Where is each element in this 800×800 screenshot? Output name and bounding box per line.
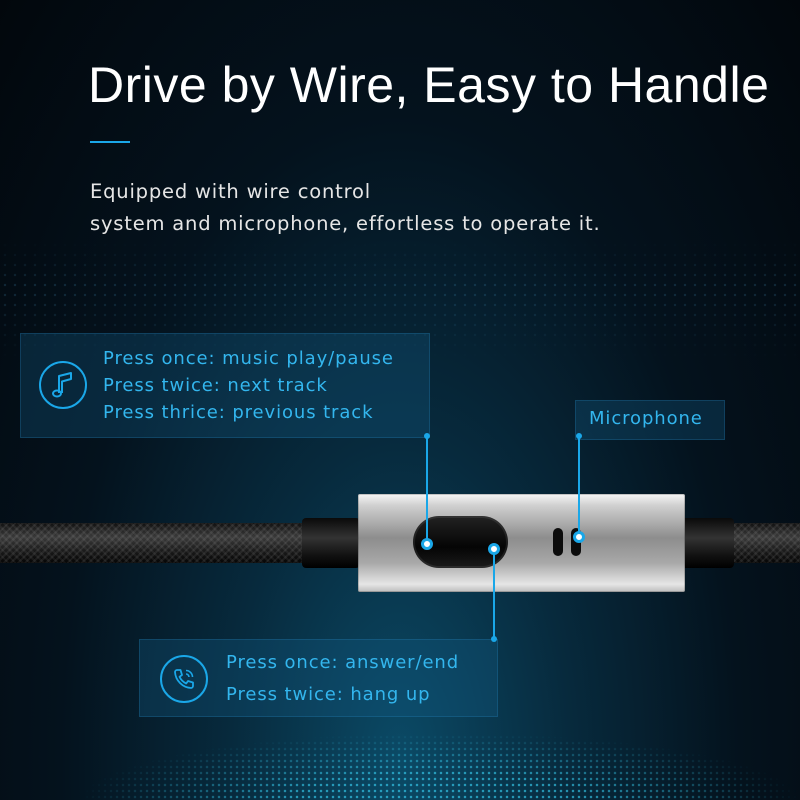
call-leader-line [493, 549, 495, 641]
music-controls-panel [20, 333, 430, 438]
page-title: Drive by Wire, Easy to Handle [88, 57, 770, 113]
music-note-icon [39, 361, 87, 409]
music-leader-end [424, 433, 430, 439]
music-controls-text: Press once: music play/pause Press twice… [103, 345, 394, 426]
button-pointer-dot [421, 538, 433, 550]
call-controls-text: Press once: answer/end Press twice: hang… [226, 647, 459, 711]
cable-collar-left [302, 518, 360, 568]
microphone-label-panel [575, 400, 725, 440]
music-control-line: Press thrice: previous track [103, 402, 374, 423]
call-control-line: Press once: answer/end [226, 652, 460, 673]
background-dot-pattern [0, 240, 800, 360]
call-control-line: Press twice: hang up [226, 684, 431, 705]
microphone-label: Microphone [589, 408, 703, 429]
inline-remote [358, 494, 685, 592]
music-control-line: Press twice: next track [103, 375, 328, 396]
phone-icon-graphic [174, 669, 194, 689]
microphone-leader-end [576, 433, 582, 439]
microphone-slot [553, 528, 563, 556]
cable-collar-right [676, 518, 734, 568]
background-wave [0, 710, 800, 800]
call-leader-end [491, 636, 497, 642]
microphone-leader-line [578, 436, 580, 536]
title-accent-line [90, 141, 130, 143]
phone-icon [160, 655, 208, 703]
description-line: Equipped with wire control [90, 180, 371, 203]
microphone-pointer-dot [573, 531, 585, 543]
description: Equipped with wire control system and mi… [90, 176, 600, 240]
music-leader-line [426, 436, 428, 544]
music-note-icon-graphic [52, 372, 72, 398]
music-control-line: Press once: music play/pause [103, 348, 394, 369]
description-line: system and microphone, effortless to ope… [90, 212, 601, 235]
button-pointer-dot [488, 543, 500, 555]
